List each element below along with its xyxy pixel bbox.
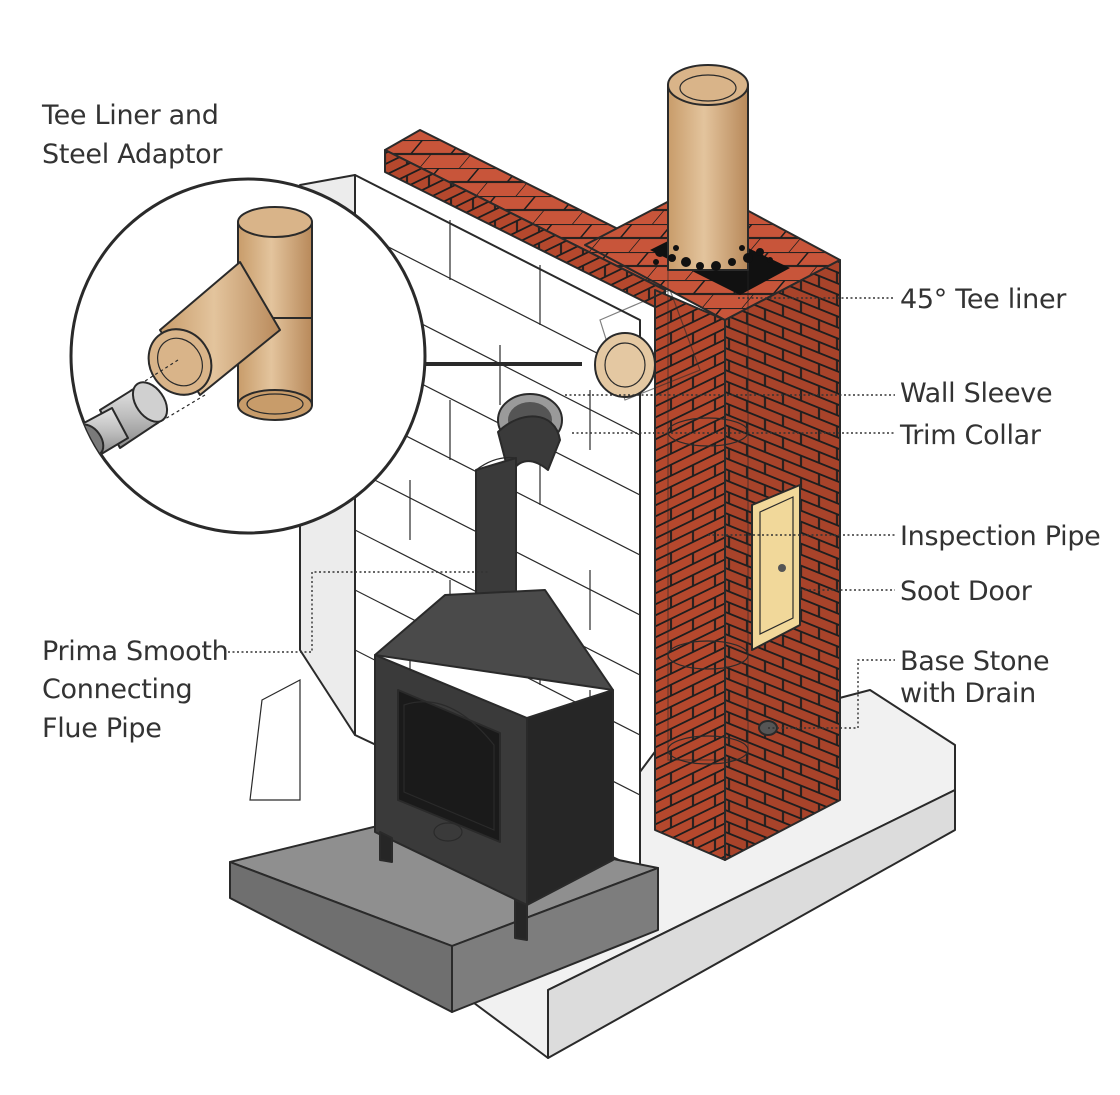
- label-soot-door: Soot Door: [900, 576, 1033, 607]
- label-inset-line2: Steel Adaptor: [42, 139, 223, 170]
- inset-detail: [69, 177, 582, 535]
- label-tee-liner: 45° Tee liner: [900, 284, 1067, 315]
- flue-liner: [594, 64, 749, 765]
- leader-lines: [228, 297, 895, 729]
- label-inspection-pipe: Inspection Pipe: [900, 521, 1100, 552]
- label-trim-collar: Trim Collar: [899, 420, 1042, 451]
- vermiculite-fill: [653, 245, 773, 271]
- soot-door: [751, 484, 801, 651]
- wood-stove: [374, 415, 614, 941]
- label-prima-line1: Prima Smooth: [42, 636, 228, 667]
- label-prima-line2: Connecting: [42, 674, 192, 705]
- label-inset-line1: Tee Liner and: [41, 100, 219, 131]
- label-base-stone-line1: Base Stone: [900, 646, 1049, 677]
- label-wall-sleeve: Wall Sleeve: [900, 378, 1052, 409]
- label-base-stone-line2: with Drain: [900, 678, 1036, 709]
- label-prima-line3: Flue Pipe: [42, 713, 162, 744]
